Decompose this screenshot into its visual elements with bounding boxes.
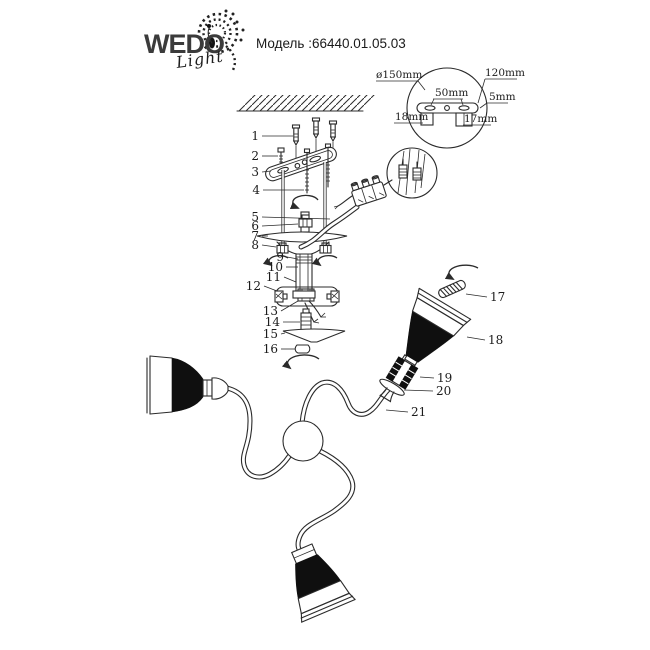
- rotate-arrow-nut-left: [262, 254, 289, 267]
- brand-logo: WEDO Light: [144, 9, 245, 72]
- socket-skirt: [379, 378, 405, 403]
- shade-right: [404, 287, 472, 366]
- part-label-13: 13: [263, 304, 278, 318]
- shade-left: [146, 355, 229, 415]
- flex-arms: [224, 379, 391, 554]
- part-label-9: 9: [276, 250, 284, 264]
- lamp-wire-1: [308, 300, 322, 318]
- supply-wire: [298, 195, 360, 250]
- center-ball: [282, 420, 324, 462]
- inset-circle: [406, 67, 488, 149]
- part-label-4: 4: [252, 183, 260, 197]
- logo-text-main: WEDO: [144, 29, 224, 59]
- shade-ring: [438, 279, 466, 299]
- dim-right-tab: 17mm: [464, 113, 497, 125]
- lock-nut-left: [276, 242, 289, 254]
- ceiling-canopy: [256, 231, 348, 243]
- canopy-assembly: [256, 211, 348, 267]
- shade-bottom: [290, 543, 356, 623]
- terminal-holder: [298, 214, 313, 228]
- part-label-12: 12: [246, 279, 261, 293]
- dim-diameter: ø150mm: [376, 69, 422, 81]
- rotate-arrow-finial: [281, 354, 320, 370]
- part-label-10: 10: [268, 260, 283, 274]
- part-label-16: 16: [263, 342, 278, 356]
- part-label-21: 21: [411, 405, 426, 419]
- magnify-leader: [383, 179, 393, 186]
- shade-holder-cone: [282, 328, 346, 343]
- rotate-arrow-nut-right: [311, 254, 338, 267]
- part-label-6: 6: [251, 219, 259, 233]
- arm-left: [224, 385, 293, 480]
- peacock-logo-icon: [197, 9, 245, 71]
- threaded-nipple: [300, 308, 312, 331]
- part-label-3: 3: [251, 165, 259, 179]
- part-label-15: 15: [263, 327, 278, 341]
- model-number-label: Модель :66440.01.05.03: [256, 36, 406, 51]
- tube-joint: [292, 290, 316, 299]
- lock-nut-right: [319, 242, 332, 254]
- left-tab: [420, 112, 434, 126]
- dim-length: 120mm: [485, 67, 525, 79]
- part-label-1: 1: [251, 129, 259, 143]
- part-label-18: 18: [488, 333, 503, 347]
- dim-left-tab: 18mm: [395, 111, 428, 123]
- part-labels: 1 2 3 4 5 6 7 8 9 10 11 12 13 14 15 16 1…: [246, 129, 506, 419]
- ceiling-hatch: [236, 95, 376, 112]
- side-screw-left: [274, 290, 288, 303]
- part-label-2: 2: [251, 149, 259, 163]
- wall-anchors: [291, 117, 338, 171]
- rotate-arrow-canopy: [289, 194, 319, 209]
- side-screw-right: [326, 290, 340, 303]
- part-label-5: 5: [251, 210, 259, 224]
- terminal-block: [350, 175, 387, 207]
- part-label-19: 19: [437, 371, 452, 385]
- part-label-14: 14: [265, 315, 281, 329]
- center-tube: [292, 253, 316, 299]
- part-label-7: 7: [251, 229, 259, 243]
- part-label-20: 20: [436, 384, 451, 398]
- finial-cap: [294, 344, 311, 354]
- part-label-17: 17: [490, 290, 505, 304]
- dim-thickness: 5mm: [489, 91, 516, 103]
- rotate-arrow-ring: [444, 264, 479, 280]
- part-label-8: 8: [251, 238, 259, 252]
- part-label-11: 11: [266, 270, 281, 284]
- detail-inset-bracket: ø150mm 120mm 50mm 5mm 18mm 17mm: [376, 67, 525, 149]
- dim-slot-span: 50mm: [435, 87, 468, 99]
- terminal-detail-circle: [386, 147, 438, 199]
